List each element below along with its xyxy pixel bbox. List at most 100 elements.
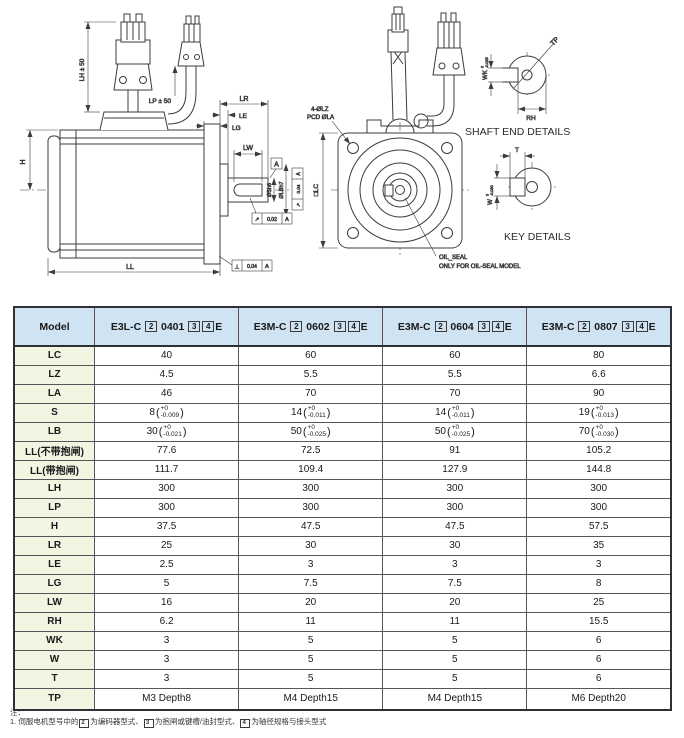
dim-LC: □LC xyxy=(313,132,338,249)
row-label: LR xyxy=(13,535,95,556)
row-label: LA xyxy=(13,383,95,404)
table-cell: 19(+0-0.013) xyxy=(526,402,672,423)
row-label: S xyxy=(13,402,95,423)
boxed-number: 2 xyxy=(145,320,158,332)
table-cell: 91 xyxy=(382,440,528,461)
dim-label-H: H xyxy=(20,159,27,164)
table-cell: 50(+0-0.025) xyxy=(382,421,528,442)
fcf-radial-runout: ↗ 0.02 A xyxy=(249,197,293,225)
footnote-title: 注： xyxy=(10,708,25,717)
text-segment: E xyxy=(504,320,512,333)
fcf-perpendicularity: ⊥ 0.04 A xyxy=(218,255,273,272)
table-cell: 300 xyxy=(238,497,384,518)
text-segment: 为编码器型式、 xyxy=(90,717,143,726)
dim-label-RH: RH xyxy=(526,115,536,122)
text-segment: 0807 xyxy=(591,320,621,333)
table-cell: 8 xyxy=(526,573,672,594)
key-details-drawing: T W 0 -0.030 KEY DETAILS xyxy=(485,147,571,243)
table-cell: 3 xyxy=(93,630,240,651)
table-cell: 5 xyxy=(382,630,528,651)
table-cell: 127.9 xyxy=(382,459,528,480)
table-cell: 3 xyxy=(93,668,240,689)
table-cell: 105.2 xyxy=(526,440,672,461)
table-cell: 300 xyxy=(238,478,384,499)
table-cell: 30 xyxy=(382,535,528,556)
model-header-cell: Model xyxy=(13,306,95,347)
dim-T: T xyxy=(500,147,535,178)
fcf-value: 0.04 xyxy=(296,184,301,193)
table-cell: 6.6 xyxy=(526,364,672,385)
row-label: LZ xyxy=(13,364,95,385)
fcf-value: 0.02 xyxy=(267,217,277,223)
table-cell: 20 xyxy=(382,592,528,613)
table-cell: 8(+0-0.009) xyxy=(93,402,240,423)
text-segment: E xyxy=(215,320,223,333)
dim-LR: LR xyxy=(219,96,269,178)
table-cell: 30(+0-0.021) xyxy=(93,421,240,442)
boxed-number: 2 xyxy=(578,320,591,332)
dim-label-W: W xyxy=(488,199,494,205)
row-label: LE xyxy=(13,554,95,575)
text-segment: 0602 xyxy=(303,320,333,333)
bolt-holes-label: 4-ØLZ xyxy=(311,106,329,113)
runout-symbol: ↗ xyxy=(255,217,260,223)
table-cell: 2.5 xyxy=(93,554,240,575)
table-cell: 60 xyxy=(382,345,528,366)
table-cell: 111.7 xyxy=(93,459,240,480)
table-cell: 90 xyxy=(526,383,672,404)
table-cell: 5 xyxy=(238,630,384,651)
dim-label-LP: LP ± 50 xyxy=(149,98,172,105)
dim-label-LL: LL xyxy=(126,264,134,271)
dim-bolt-holes: 4-ØLZ PCD ØLA xyxy=(307,106,351,145)
side-view-drawing: H LL LH ± 50 LP ± 50 LR LE xyxy=(20,13,304,276)
dim-WK: WK 0 -0.025 xyxy=(480,54,502,96)
table-cell: 47.5 xyxy=(238,516,384,537)
boxed-number: 2 xyxy=(434,320,447,332)
boxed-number: 4 xyxy=(202,320,215,332)
tolerance-value: 30(+0-0.021) xyxy=(146,424,187,438)
row-label: RH xyxy=(13,611,95,632)
table-cell: 7.5 xyxy=(238,573,384,594)
datum-flag-A: A xyxy=(269,157,283,179)
table-cell: 5 xyxy=(382,649,528,670)
table-cell: 14(+0-0.011) xyxy=(382,402,528,423)
boxed-number: 4 xyxy=(635,320,648,332)
table-cell: 25 xyxy=(93,535,240,556)
table-cell: 72.5 xyxy=(238,440,384,461)
table-cell: M3 Depth8 xyxy=(93,687,240,711)
shaft-end-details-drawing: TP WK 0 -0.025 RH SHAFT END DETAILS xyxy=(465,36,570,138)
boxed-number: 2 xyxy=(290,320,303,332)
dim-label-TP: TP xyxy=(549,36,561,48)
text-segment: 为抱闸或键槽/油封型式、 xyxy=(154,717,240,726)
dim-LL: LL xyxy=(47,258,221,276)
boxed-number: 3 xyxy=(143,719,154,728)
table-cell: 60 xyxy=(238,345,384,366)
table-cell: 300 xyxy=(526,497,672,518)
w-tolerance-upper: 0 xyxy=(486,194,490,196)
table-cell: 6 xyxy=(526,630,672,651)
text-segment: 0604 xyxy=(447,320,477,333)
boxed-number: 4 xyxy=(347,320,360,332)
table-cell: 3 xyxy=(526,554,672,575)
dim-LG: LG xyxy=(196,121,241,132)
table-cell: M4 Depth15 xyxy=(238,687,384,711)
text-segment: E xyxy=(360,320,368,333)
row-label: LP xyxy=(13,497,95,518)
key-details-title: KEY DETAILS xyxy=(504,231,571,243)
row-label: LC xyxy=(13,345,95,366)
table-cell: 11 xyxy=(382,611,528,632)
front-top-cap xyxy=(366,118,434,134)
terminal-box xyxy=(99,111,169,131)
